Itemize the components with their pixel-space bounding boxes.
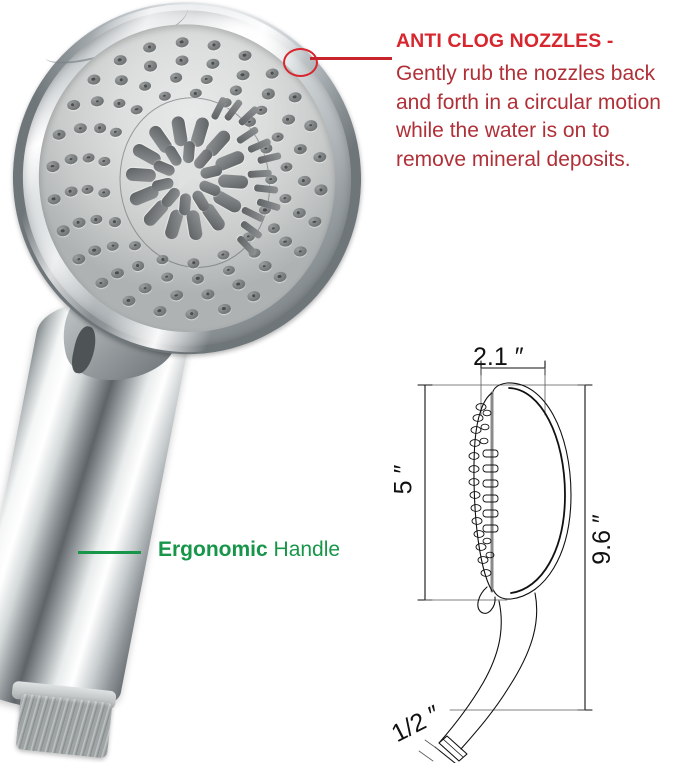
dimension-label-total-height: 9.6 ″ xyxy=(587,514,616,565)
spray-nozzle xyxy=(109,126,123,138)
spray-nozzle xyxy=(271,131,285,143)
spray-nozzle xyxy=(231,278,246,291)
product-photo xyxy=(0,0,400,763)
spray-nozzle xyxy=(174,54,189,67)
spray-nozzle-pad xyxy=(125,167,157,183)
spray-nozzle xyxy=(265,67,280,80)
spray-nozzle xyxy=(97,187,111,199)
spray-nozzle xyxy=(71,216,86,229)
spray-nozzle xyxy=(89,214,103,226)
ergonomic-handle-label-rest: Handle xyxy=(267,538,341,561)
spray-nozzle xyxy=(86,73,102,86)
spray-nozzle xyxy=(184,308,200,321)
spray-nozzle xyxy=(64,153,79,166)
ergonomic-handle-label-bold: Ergonomic xyxy=(158,538,268,561)
drawing-head-lobe xyxy=(477,586,496,614)
spray-nozzle xyxy=(128,239,142,251)
spray-nozzle xyxy=(296,175,312,188)
spray-nozzle xyxy=(257,260,273,273)
drawing-head-outline xyxy=(491,382,572,600)
spray-nozzle xyxy=(206,57,221,70)
spray-nozzle xyxy=(200,73,214,85)
spray-nozzle xyxy=(221,264,236,276)
spray-nozzle xyxy=(71,253,87,266)
dimension-label-face-height: 5 ″ xyxy=(389,464,418,495)
spray-nozzle xyxy=(229,84,243,97)
spray-nozzle xyxy=(207,39,222,52)
drawing-inlet-nut xyxy=(438,735,468,762)
spray-nozzle xyxy=(278,193,292,205)
technical-drawing-svg xyxy=(417,360,593,763)
spray-nozzle xyxy=(138,80,153,92)
spray-nozzle xyxy=(130,260,145,272)
spray-nozzle xyxy=(160,271,174,283)
technical-drawing: 2.1 ″ 5 ″ 9.6 ″ 1/2 ″ xyxy=(387,343,679,763)
spray-nozzle xyxy=(267,222,281,234)
spray-nozzle xyxy=(138,282,153,295)
spray-nozzle xyxy=(93,122,107,134)
spray-nozzle xyxy=(216,302,232,315)
dimension-label-face-width: 2.1 ″ xyxy=(473,343,524,371)
spray-nozzle xyxy=(201,288,216,301)
anti-clog-callout: ANTI CLOG NOZZLES - Gently rub the nozzl… xyxy=(396,28,674,174)
spray-nozzle xyxy=(94,277,109,290)
spray-nozzle xyxy=(312,151,328,164)
spray-nozzle xyxy=(261,87,276,100)
spray-nozzle xyxy=(142,41,158,54)
ergonomic-handle-label: Ergonomic Handle xyxy=(158,536,340,564)
spray-nozzle xyxy=(152,305,167,318)
spray-nozzle xyxy=(45,160,60,173)
callout-leader-line-red xyxy=(310,57,392,60)
spray-nozzle xyxy=(106,240,120,252)
spray-nozzle xyxy=(237,49,253,62)
callout-leader-line-green xyxy=(78,551,141,554)
spray-nozzle xyxy=(307,215,322,228)
drawing-handle-right xyxy=(460,592,538,750)
spray-nozzle xyxy=(279,161,294,173)
spray-nozzle xyxy=(130,103,144,116)
spray-nozzle xyxy=(235,68,251,81)
spray-nozzle xyxy=(112,54,128,67)
anti-clog-title: ANTI CLOG NOZZLES - xyxy=(396,30,614,52)
spray-nozzle-pad xyxy=(178,192,192,216)
spray-nozzle xyxy=(82,152,96,164)
spray-nozzle xyxy=(55,224,71,237)
spray-nozzle xyxy=(174,36,190,49)
spray-nozzle xyxy=(246,290,262,303)
spray-nozzle xyxy=(63,185,79,198)
spray-nozzle xyxy=(66,98,81,111)
spray-nozzle xyxy=(191,273,205,285)
spray-nozzle-pad xyxy=(182,140,196,164)
inlet-thread xyxy=(15,693,113,759)
spray-nozzle xyxy=(121,294,137,307)
spray-nozzle xyxy=(90,95,106,108)
spray-nozzle xyxy=(73,122,88,135)
spray-nozzle xyxy=(314,183,329,196)
anti-clog-body: Gently rub the nozzles back and forth in… xyxy=(396,62,661,171)
spray-nozzle xyxy=(114,74,129,87)
spray-nozzle xyxy=(46,193,62,206)
spray-nozzle xyxy=(293,143,308,156)
spray-nozzle xyxy=(303,119,319,132)
spray-nozzle xyxy=(156,254,170,266)
spray-nozzle xyxy=(278,235,293,248)
spray-nozzle xyxy=(112,97,127,110)
spray-nozzle xyxy=(280,113,296,126)
spray-nozzle xyxy=(142,60,158,73)
spray-nozzle-pad xyxy=(217,174,249,189)
spray-nozzle xyxy=(272,270,288,283)
spray-nozzle xyxy=(97,155,111,167)
spray-nozzle xyxy=(87,244,102,257)
spray-nozzle xyxy=(291,206,307,219)
spray-nozzle xyxy=(293,245,308,258)
spray-nozzle xyxy=(108,216,122,228)
anti-clog-nozzle-highlight xyxy=(283,48,318,77)
drawing-handle-left xyxy=(438,600,502,744)
spray-nozzle xyxy=(169,289,184,302)
spray-nozzle xyxy=(80,183,95,195)
spray-nozzle xyxy=(169,72,183,84)
spray-nozzle xyxy=(52,128,67,141)
spray-nozzle xyxy=(110,266,125,279)
spray-nozzle xyxy=(287,91,303,104)
